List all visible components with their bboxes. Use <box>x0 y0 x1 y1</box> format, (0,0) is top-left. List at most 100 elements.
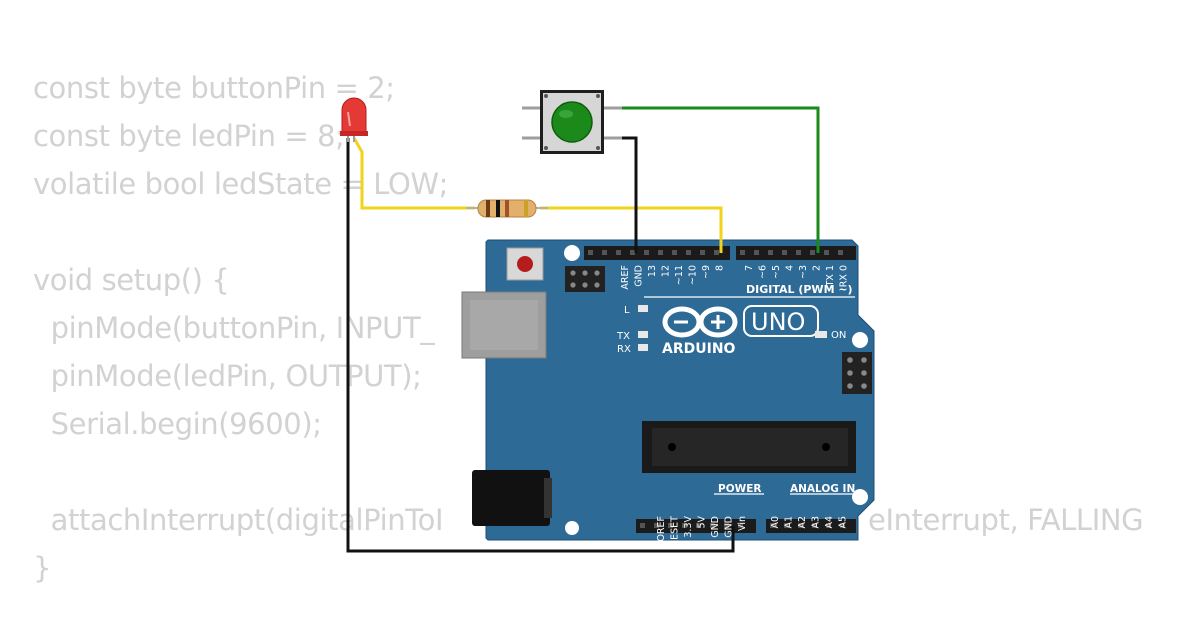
header-pin <box>658 250 663 255</box>
header-pin <box>740 250 745 255</box>
pin-label: AREF <box>620 265 631 290</box>
header-pin <box>710 523 715 528</box>
pin-label: A4 <box>824 516 835 529</box>
pin-label: A3 <box>811 516 822 529</box>
pin-label: A5 <box>838 516 849 529</box>
pin-label: GND <box>724 516 735 538</box>
header-pin <box>784 523 789 528</box>
mounting-hole <box>852 489 868 505</box>
code-line: attachInterrupt(digitalPinToI <box>33 503 444 537</box>
pin-label: 3.3V <box>683 516 694 538</box>
pin-label: IOREF <box>656 516 667 544</box>
wire-black-led-gnd[interactable] <box>346 138 735 553</box>
header-pin <box>668 523 673 528</box>
mounting-hole <box>852 332 868 348</box>
header-pin <box>696 523 701 528</box>
header-pin <box>686 250 691 255</box>
microcontroller-chip <box>642 421 856 473</box>
pin-label: 5V <box>697 516 708 529</box>
push-button[interactable] <box>522 90 622 154</box>
digital-header-left <box>584 246 730 260</box>
pin-label: A0 <box>770 516 781 529</box>
icsp-header <box>565 266 605 292</box>
header-pin <box>602 250 607 255</box>
code-line: void setup() { <box>33 263 230 297</box>
code-line: } <box>33 551 52 585</box>
pin-label: GND <box>710 516 721 538</box>
pin-label: 2 <box>812 265 823 271</box>
code-line: const byte ledPin = 8; <box>33 119 345 153</box>
icsp-right-header <box>842 352 872 394</box>
header-pin <box>630 250 635 255</box>
code-line: pinMode(buttonPin, INPUT_ <box>33 311 435 345</box>
red-led[interactable] <box>340 97 368 142</box>
status-leds: L TX RX <box>616 305 648 355</box>
pin-label: ~5 <box>771 265 782 279</box>
pin-label: 8 <box>715 265 726 271</box>
header-pin <box>644 250 649 255</box>
pin-label: A2 <box>797 516 808 529</box>
header-pin <box>798 523 803 528</box>
header-pin <box>840 523 845 528</box>
header-pin <box>738 523 743 528</box>
on-led <box>815 331 827 338</box>
code-line-tail: eInterrupt, FALLING <box>868 503 1144 537</box>
header-pin <box>672 250 677 255</box>
header-pin <box>838 250 843 255</box>
header-pin <box>754 250 759 255</box>
power-header <box>636 519 756 533</box>
header-pin <box>616 250 621 255</box>
led-rx-label: RX <box>617 344 631 355</box>
pin-label: RESET <box>670 516 681 547</box>
power-label: POWER <box>718 483 761 495</box>
header-pin <box>812 523 817 528</box>
mounting-hole <box>564 245 580 261</box>
pin-label: 12 <box>661 265 672 277</box>
header-pin <box>770 523 775 528</box>
brand-label: ARDUINO <box>662 341 736 357</box>
header-pin <box>768 250 773 255</box>
led-tx-label: TX <box>616 331 630 342</box>
header-pin <box>654 523 659 528</box>
pin-label: ~6 <box>758 265 769 279</box>
header-pin <box>682 523 687 528</box>
wire-green-pin2[interactable] <box>606 106 820 253</box>
analog-header <box>766 519 856 533</box>
code-line: const byte buttonPin = 2; <box>33 71 395 105</box>
digital-pwm-label: DIGITAL (PWM ~) <box>746 283 853 296</box>
header-pin <box>640 523 645 528</box>
pin-label: ~9 <box>701 265 712 279</box>
arduino-logo <box>662 306 738 338</box>
power-jack <box>472 470 552 526</box>
wire-yellow-pin8[interactable] <box>540 206 723 253</box>
model-label: UNO <box>751 308 805 336</box>
reset-button[interactable] <box>506 247 544 281</box>
header-pin <box>782 250 787 255</box>
digital-header-right <box>736 246 856 260</box>
analog-in-label: ANALOG IN <box>790 483 855 495</box>
pin-label: ~11 <box>674 265 685 285</box>
header-pin <box>796 250 801 255</box>
pin-label: 7 <box>744 265 755 271</box>
header-pin <box>700 250 705 255</box>
pin-label: A1 <box>784 516 795 529</box>
on-label: ON <box>831 330 846 341</box>
code-line: Serial.begin(9600); <box>33 407 322 441</box>
pin-label: ~3 <box>798 265 809 279</box>
wire-yellow-led[interactable] <box>352 137 475 210</box>
pin-label: 13 <box>647 265 658 277</box>
usb-port <box>461 291 547 359</box>
pin-label: 4 <box>785 265 796 271</box>
header-pin <box>714 250 719 255</box>
led-l-label: L <box>624 305 630 316</box>
header-pin <box>824 250 829 255</box>
pin-label: RX 0 <box>839 265 850 287</box>
header-pin <box>810 250 815 255</box>
resistor[interactable] <box>466 199 548 218</box>
pin-label: GND <box>634 265 645 287</box>
wire-black-button-gnd[interactable] <box>606 136 638 253</box>
code-line: volatile bool ledState = LOW; <box>33 167 449 201</box>
